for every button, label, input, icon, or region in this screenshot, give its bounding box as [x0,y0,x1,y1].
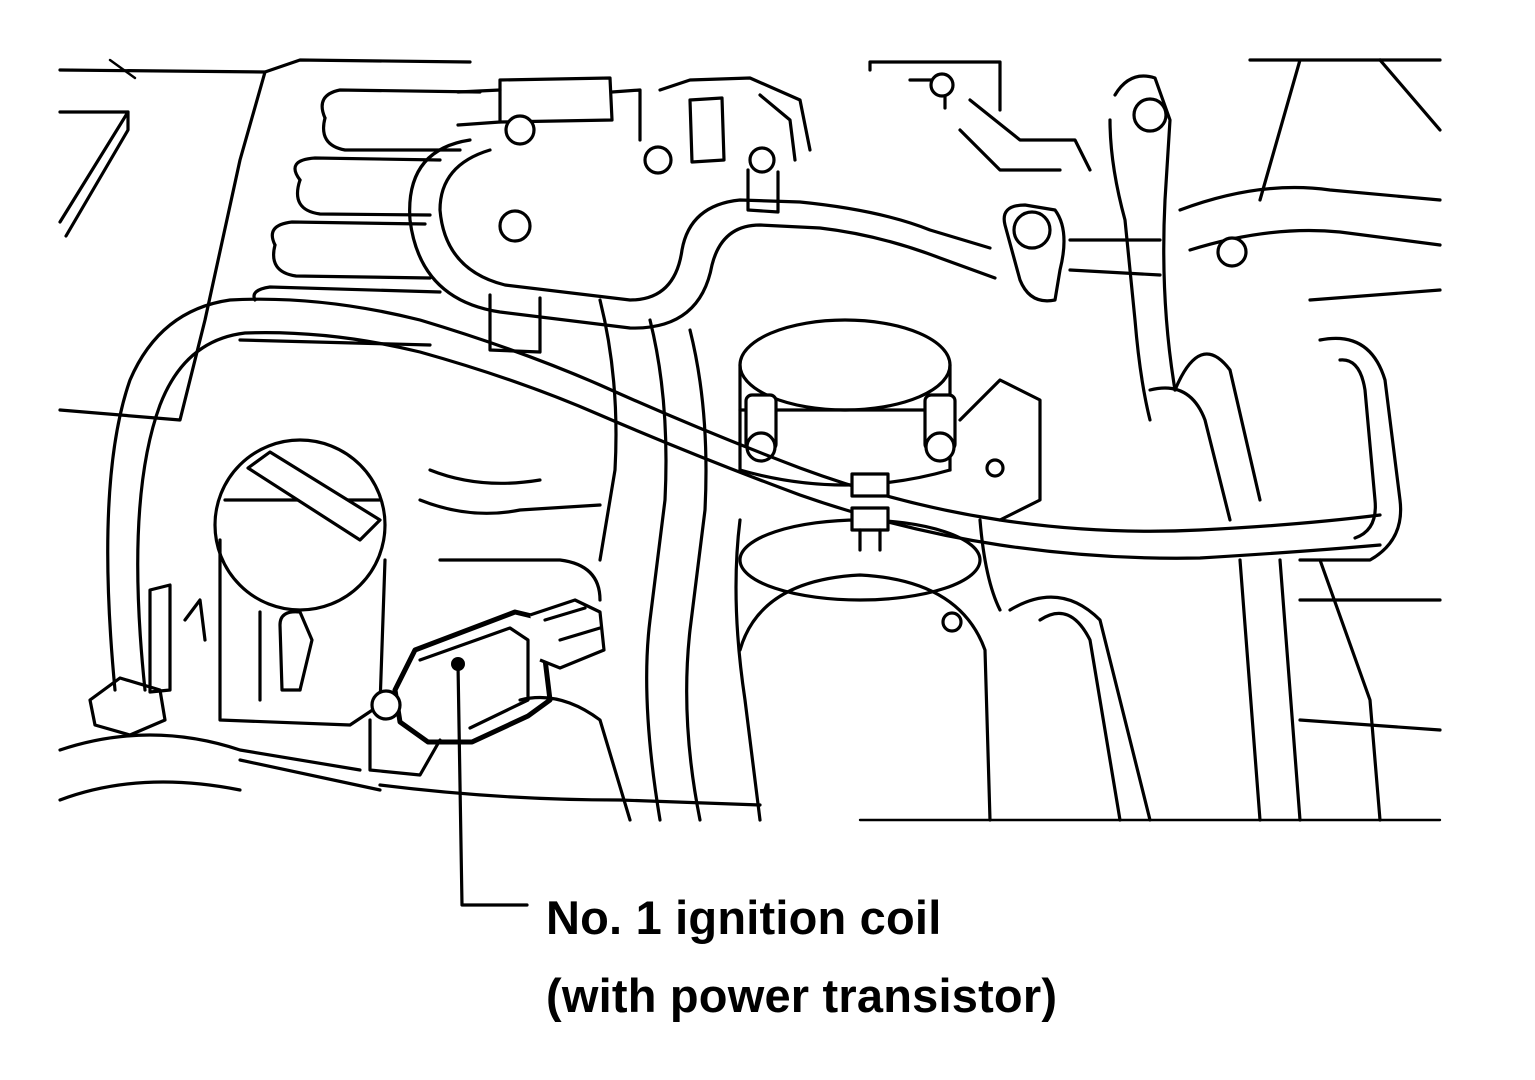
intake-duct [734,518,1152,822]
lower-outline [238,758,1442,822]
callout-label-line-1: No. 1 ignition coil [546,891,942,944]
throttle-body [738,318,1042,522]
callout-leader-line [456,662,529,907]
upper-connector-bracket [456,76,812,214]
callout-label-line-2: (with power transistor) [546,969,1058,1022]
lower-left-fittings [58,583,362,802]
mid-tubes [418,298,708,822]
ignition-coil [368,598,606,777]
oil-filler-cap [213,438,387,727]
right-vertical-hose [1108,74,1262,522]
far-right-hoses [1178,58,1442,822]
right-top-fittings [868,60,1162,303]
main-hose [106,297,1382,692]
upper-vacuum-hose [408,138,997,354]
engine-cover-left [58,58,472,422]
